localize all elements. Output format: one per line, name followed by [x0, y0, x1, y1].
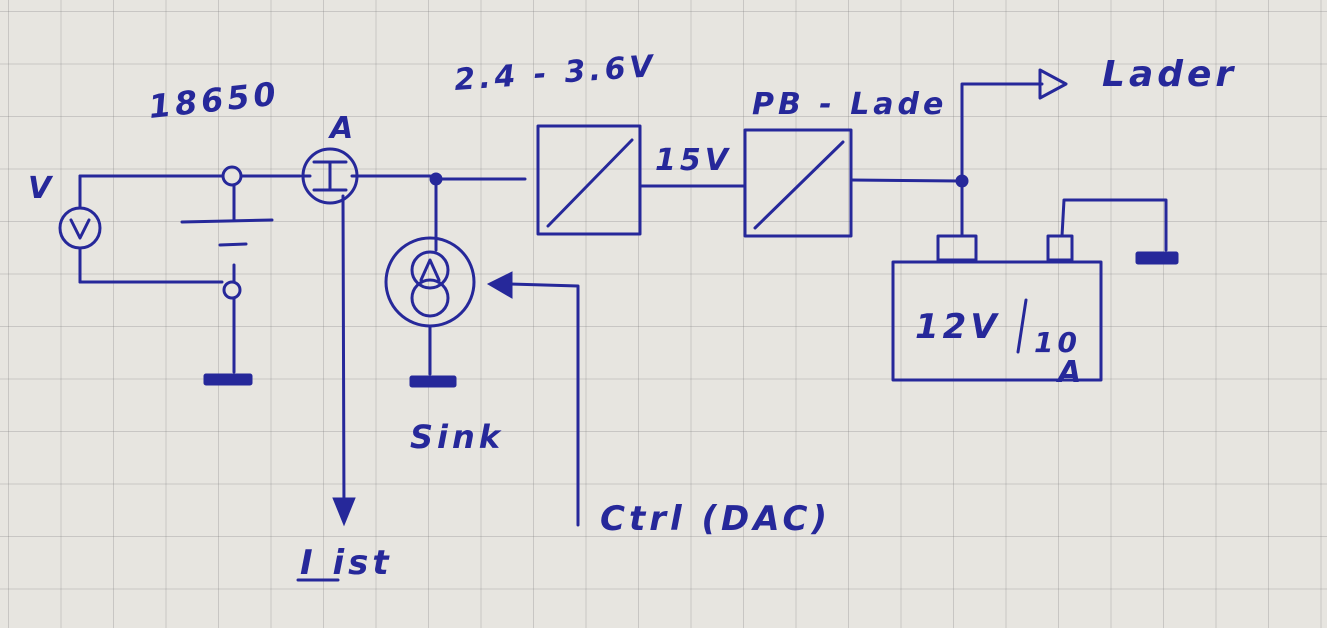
control-dac-label: Ctrl (DAC): [600, 499, 831, 539]
battery-12v-symbol: [891, 198, 1179, 382]
battery-unit-label: A: [1056, 355, 1085, 390]
voltmeter-label: V: [28, 171, 55, 206]
charger-label: Lader: [1102, 54, 1237, 95]
voltmeter-symbol: [58, 174, 224, 284]
battery-voltage-label: 12V: [915, 307, 1001, 347]
voltage-range-label: 2.4 - 3.6V: [453, 49, 658, 98]
sink-label: Sink: [410, 418, 504, 456]
ammeter-label: A: [328, 111, 357, 146]
cell-18650-symbol: [180, 165, 302, 386]
cell-label: 18650: [147, 74, 282, 126]
ammeter-symbol: [300, 147, 432, 527]
dcdc-converter-1: [536, 124, 642, 236]
charger-output-wire: [849, 68, 1068, 238]
dcdc-converter-2: [743, 128, 853, 238]
battery-current-label: 10: [1034, 326, 1081, 359]
current-sink-symbol: [384, 177, 476, 388]
bus-voltage-label: 15V: [655, 143, 732, 178]
control-dac-line: [486, 271, 580, 527]
pb-charger-label: PB - Lade: [752, 87, 947, 122]
current-ist-label: I ist: [300, 543, 393, 583]
battery-slash: [1016, 298, 1028, 354]
